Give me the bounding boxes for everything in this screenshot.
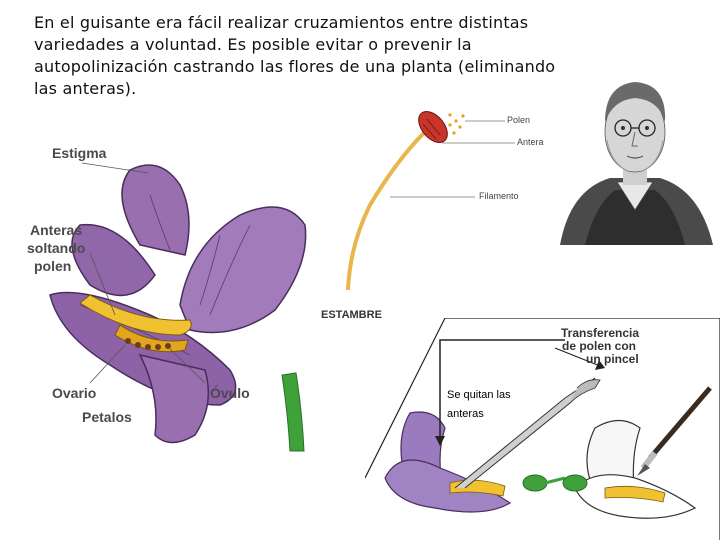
label-estigma: Estigma — [52, 145, 106, 161]
mendel-portrait — [555, 70, 715, 245]
intro-paragraph: En el guisante era fácil realizar cruzam… — [34, 12, 564, 100]
label-anteras-1: Anteras — [30, 222, 82, 238]
label-anteras-2: soltando — [27, 240, 85, 256]
label-ovulo: Óvulo — [210, 385, 250, 401]
label-polen: Polen — [507, 115, 530, 125]
label-petalos: Petalos — [82, 409, 132, 425]
label-ovario: Ovario — [52, 385, 96, 401]
label-quitan-2: anteras — [447, 408, 484, 420]
label-transferencia-1: Transferencia — [561, 326, 639, 340]
label-filamento: Filamento — [479, 191, 519, 201]
flower-illustration — [20, 135, 320, 455]
pollen-transfer-illustration — [365, 318, 720, 540]
label-quitan-1: Se quitan las — [447, 389, 511, 401]
label-transferencia-2: de polen con — [562, 339, 636, 353]
label-anteras-3: polen — [34, 258, 71, 274]
label-antera: Antera — [517, 137, 544, 147]
label-transferencia-3: un pincel — [586, 352, 639, 366]
